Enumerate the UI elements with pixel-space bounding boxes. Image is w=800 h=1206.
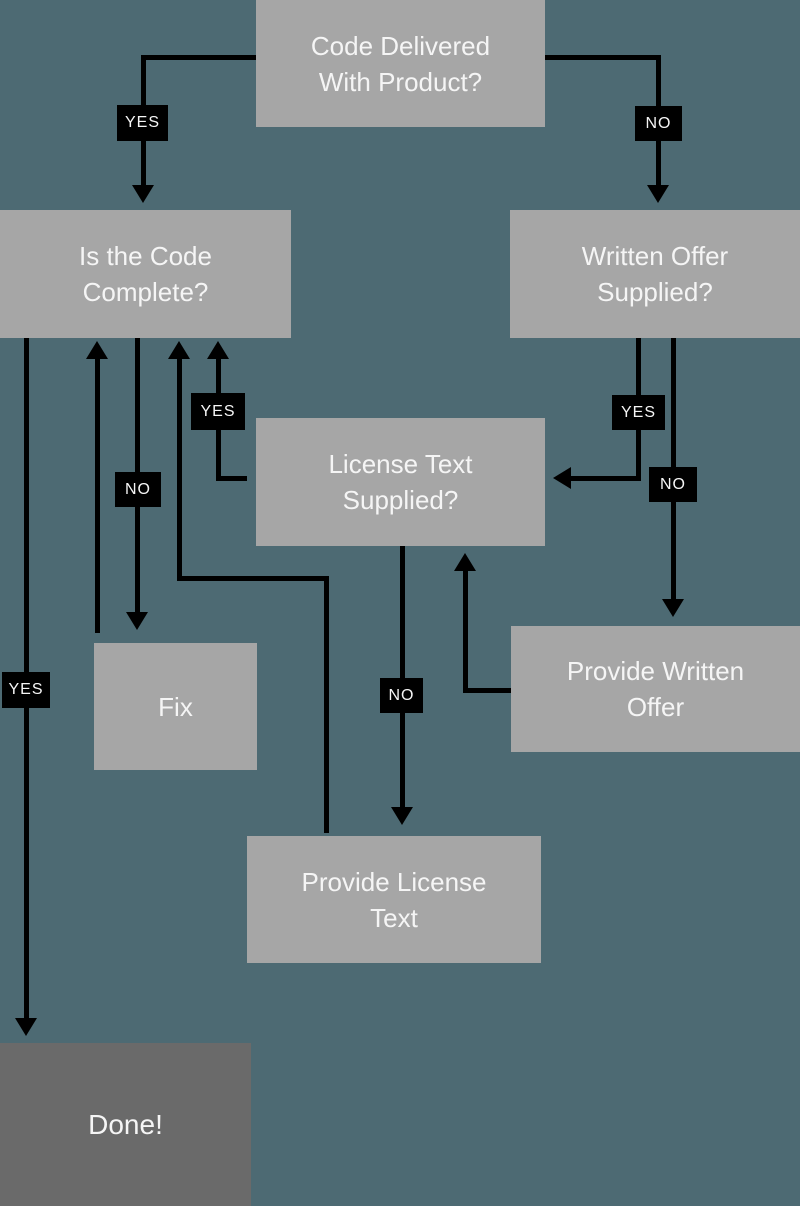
- arrowhead-into-is-code-complete-top: [132, 185, 154, 203]
- arrowhead-provide-license-return-up: [168, 341, 190, 359]
- arrowhead-into-fix-top: [126, 612, 148, 630]
- node-written-offer: Written Offer Supplied?: [510, 210, 800, 338]
- arrowhead-license-yes-up: [207, 341, 229, 359]
- node-is-code-complete: Is the Code Complete?: [0, 210, 291, 338]
- edge-provide-license-return-vertical-lower: [324, 581, 329, 833]
- edge-provide-license-return-vertical-upper: [177, 359, 182, 581]
- arrowhead-into-provide-written-offer-top: [662, 599, 684, 617]
- node-fix: Fix: [94, 643, 257, 770]
- badge-written-offer-yes: YES: [612, 395, 665, 430]
- arrowhead-provide-written-return-up: [454, 553, 476, 571]
- node-provide-license-text: Provide License Text: [247, 836, 541, 963]
- edge-fix-return-vertical: [95, 359, 100, 633]
- edge-license-yes-horizontal: [216, 476, 247, 481]
- badge-license-text-no: NO: [380, 678, 423, 713]
- edge-written-offer-yes-horizontal: [571, 476, 641, 481]
- badge-is-code-complete-yes: YES: [2, 672, 50, 708]
- arrowhead-into-provide-license-text-top: [391, 807, 413, 825]
- badge-license-text-yes: YES: [191, 393, 245, 430]
- badge-code-delivered-no: NO: [635, 106, 682, 141]
- edge-code-delivered-no-horizontal: [545, 55, 660, 60]
- badge-written-offer-no: NO: [649, 467, 697, 502]
- badge-code-delivered-yes: YES: [117, 105, 168, 141]
- edge-code-delivered-yes-horizontal: [141, 55, 256, 60]
- edge-provide-license-return-horizontal: [177, 576, 329, 581]
- edge-provide-written-return-horizontal: [463, 688, 511, 693]
- node-code-delivered: Code Delivered With Product?: [256, 0, 545, 127]
- arrowhead-into-done-top: [15, 1018, 37, 1036]
- node-license-text: License Text Supplied?: [256, 418, 545, 546]
- arrowhead-into-written-offer-top: [647, 185, 669, 203]
- edge-license-no-vertical: [400, 546, 405, 807]
- arrowhead-fix-return-up: [86, 341, 108, 359]
- edge-provide-written-return-vertical: [463, 571, 468, 693]
- badge-is-code-complete-no: NO: [115, 472, 161, 507]
- node-done: Done!: [0, 1043, 251, 1206]
- arrowhead-into-license-text-right: [553, 467, 571, 489]
- node-provide-written-offer: Provide Written Offer: [511, 626, 800, 752]
